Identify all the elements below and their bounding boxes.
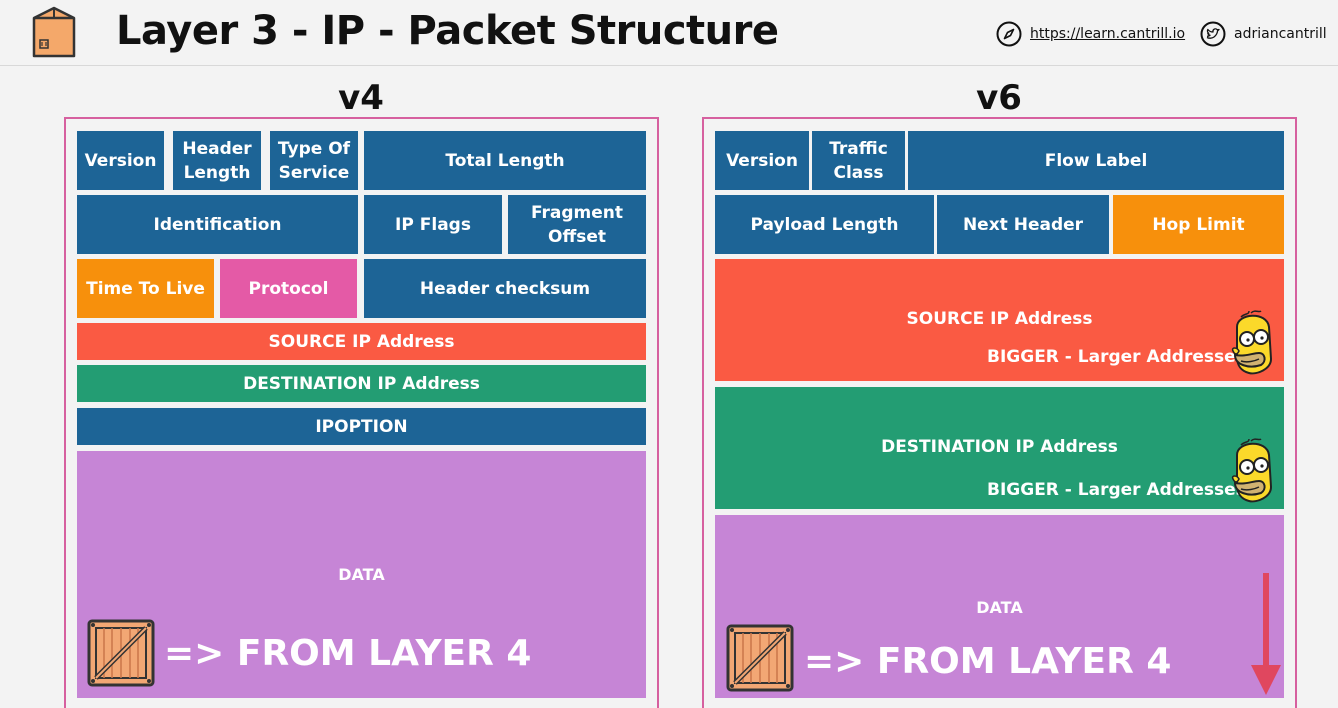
v6-traffic-class-field: Traffic Class — [812, 131, 905, 190]
v4-data-block: DATA => FROM LAYER 4 — [77, 451, 646, 698]
compass-icon — [996, 21, 1022, 47]
v6-source-ip-block: SOURCE IP Address BIGGER - Larger Addres… — [715, 259, 1284, 381]
v4-fragment-offset-field: Fragment Offset — [508, 195, 646, 254]
v4-title: v4 — [338, 78, 384, 118]
v4-version-field: Version — [77, 131, 164, 190]
social-handle[interactable]: adriancantrill — [1234, 26, 1327, 42]
v6-title: v6 — [976, 78, 1022, 118]
v4-identification-field: Identification — [77, 195, 358, 254]
v6-destination-ip-block: DESTINATION IP Address BIGGER - Larger A… — [715, 387, 1284, 509]
crate-icon — [87, 619, 155, 687]
v4-header-length-field: Header Length — [173, 131, 261, 190]
v4-panel — [64, 117, 659, 708]
v6-from-layer-label: => FROM LAYER 4 — [804, 641, 1172, 682]
v6-destination-ip-label: DESTINATION IP Address — [881, 437, 1118, 457]
v4-data-label: DATA — [338, 565, 385, 584]
v4-destination-ip-field: DESTINATION IP Address — [77, 365, 646, 402]
crate-icon — [726, 624, 794, 692]
box-logo-icon — [32, 6, 76, 58]
v6-source-note: BIGGER - Larger Addresses — [987, 347, 1246, 367]
social-handle-group[interactable]: adriancantrill — [1200, 20, 1327, 48]
v6-panel — [702, 117, 1297, 708]
v4-ipoption-field: IPOPTION — [77, 408, 646, 445]
v4-type-of-service-field: Type Of Service — [270, 131, 358, 190]
twitter-bird-icon — [1200, 21, 1226, 47]
homer-face-icon — [1231, 310, 1273, 375]
v4-from-layer-label: => FROM LAYER 4 — [164, 633, 532, 674]
v4-header-checksum-field: Header checksum — [364, 259, 646, 318]
v6-flow-label-field: Flow Label — [908, 131, 1284, 190]
v4-protocol-field: Protocol — [220, 259, 357, 318]
site-link[interactable]: https://learn.cantrill.io — [1030, 26, 1186, 42]
v6-version-field: Version — [715, 131, 809, 190]
header-bar: Layer 3 - IP - Packet Structure https://… — [0, 0, 1338, 66]
page-title: Layer 3 - IP - Packet Structure — [116, 8, 779, 54]
v4-source-ip-field: SOURCE IP Address — [77, 323, 646, 360]
v6-data-block: DATA => FROM LAYER 4 — [715, 515, 1284, 698]
v4-total-length-field: Total Length — [364, 131, 646, 190]
v6-destination-note: BIGGER - Larger Addresses — [987, 480, 1246, 500]
down-arrow-icon — [1251, 573, 1281, 695]
v6-data-label: DATA — [976, 598, 1023, 617]
v6-hop-limit-field: Hop Limit — [1113, 195, 1284, 254]
v6-source-ip-label: SOURCE IP Address — [906, 309, 1093, 329]
v4-time-to-live-field: Time To Live — [77, 259, 214, 318]
site-link-group[interactable]: https://learn.cantrill.io — [996, 20, 1185, 48]
homer-face-icon — [1231, 438, 1273, 503]
v4-ip-flags-field: IP Flags — [364, 195, 502, 254]
v6-next-header-field: Next Header — [937, 195, 1109, 254]
v6-payload-length-field: Payload Length — [715, 195, 934, 254]
